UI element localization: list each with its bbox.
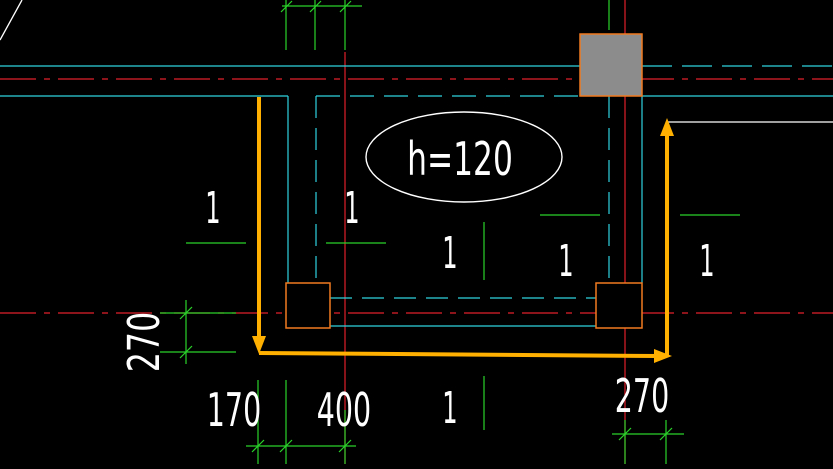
right-dimension-lines	[612, 420, 684, 464]
dimension-270-right: 270	[615, 370, 669, 424]
slab-label-ellipse[interactable]	[365, 111, 563, 203]
diagonal-line	[0, 0, 23, 41]
top-dimension-ticks	[280, 0, 610, 50]
column-bottom-left[interactable]	[285, 282, 331, 329]
column-bottom-right[interactable]	[595, 282, 643, 329]
dimension-270-left: 270	[119, 312, 171, 372]
left-dimension-lines	[160, 300, 236, 364]
dimension-400: 400	[317, 384, 371, 438]
section-mark-1-e: 1	[699, 236, 714, 287]
section-mark-lines	[186, 214, 740, 430]
section-mark-1-f: 1	[442, 383, 457, 434]
section-mark-1-b: 1	[344, 183, 359, 234]
slab-thickness-label: h=120	[407, 133, 513, 187]
section-mark-1-d: 1	[558, 236, 573, 287]
section-mark-1-a: 1	[205, 183, 220, 234]
wall-lines	[0, 65, 833, 327]
bottom-dimension-lines	[246, 380, 356, 464]
path-arrows	[257, 97, 669, 358]
dimension-170: 170	[207, 384, 261, 438]
column-top-right[interactable]	[579, 33, 643, 97]
section-mark-1-c: 1	[442, 228, 457, 279]
arrow-heads	[252, 118, 674, 363]
